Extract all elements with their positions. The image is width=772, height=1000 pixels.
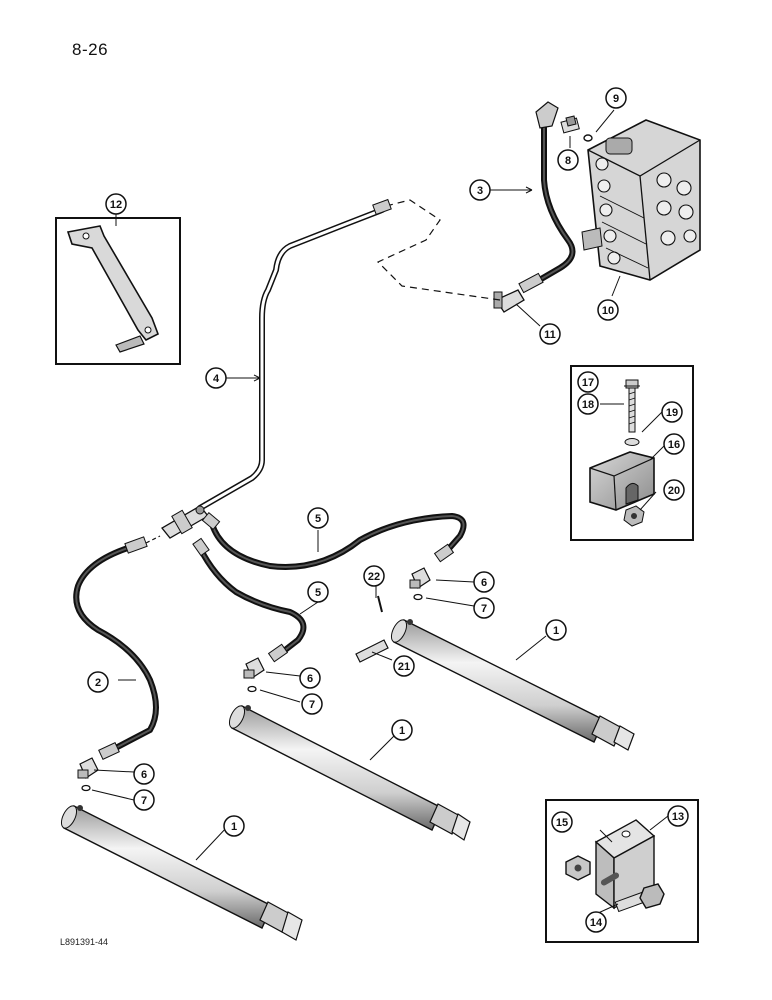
callout-6: 6: [299, 667, 321, 689]
svg-text:19: 19: [666, 407, 678, 419]
page-number: 8-26: [72, 40, 109, 59]
svg-text:7: 7: [141, 795, 147, 807]
tee-fitting: [161, 505, 209, 539]
svg-text:14: 14: [590, 917, 603, 929]
callout-5: 5: [307, 581, 329, 603]
fitting-8: [560, 115, 580, 134]
callout-1: 1: [391, 719, 413, 741]
svg-text:10: 10: [602, 305, 614, 317]
svg-text:15: 15: [556, 817, 568, 829]
callout-4: 4: [205, 367, 227, 389]
callout-10: 10: [597, 299, 619, 321]
svg-text:22: 22: [368, 571, 380, 583]
svg-text:5: 5: [315, 587, 321, 599]
pin-21: [355, 639, 389, 663]
callout-3: 3: [469, 179, 491, 201]
callout-11: 11: [539, 323, 561, 345]
callout-15: 15: [551, 811, 573, 833]
svg-text:3: 3: [477, 185, 483, 197]
callout-5: 5: [307, 507, 329, 529]
callout-19: 19: [661, 401, 683, 423]
svg-text:6: 6: [307, 673, 313, 685]
callout-13: 13: [667, 805, 689, 827]
svg-text:1: 1: [399, 725, 405, 737]
callout-22: 22: [363, 565, 385, 587]
inset-box-12: [55, 217, 181, 365]
callout-7: 7: [301, 693, 323, 715]
control-valve: [581, 119, 701, 281]
svg-text:9: 9: [613, 93, 619, 105]
svg-text:20: 20: [668, 485, 680, 497]
callout-7: 7: [473, 597, 495, 619]
inset-box-13-15: [545, 799, 699, 943]
svg-text:8: 8: [565, 155, 571, 167]
callout-7: 7: [133, 789, 155, 811]
callout-12: 12: [105, 193, 127, 215]
svg-text:2: 2: [95, 677, 101, 689]
o-ring-9: [583, 134, 593, 142]
dashed-connection: [376, 199, 501, 301]
svg-text:6: 6: [141, 769, 147, 781]
elbow-6-middle: [243, 657, 265, 679]
svg-text:7: 7: [481, 603, 487, 615]
callout-1: 1: [223, 815, 245, 837]
o-ring-7-right: [413, 593, 423, 601]
callout-6: 6: [473, 571, 495, 593]
svg-text:18: 18: [582, 399, 594, 411]
callout-17: 17: [577, 371, 599, 393]
o-ring-7-middle: [247, 685, 257, 693]
elbow-6-right: [409, 567, 431, 589]
svg-text:13: 13: [672, 811, 684, 823]
cylinder-middle: [228, 705, 471, 841]
callout-8: 8: [557, 149, 579, 171]
elbow-6-left: [77, 757, 99, 779]
fitting-11: [493, 289, 525, 313]
cotter-22: [377, 595, 383, 613]
callout-1: 1: [545, 619, 567, 641]
tube-4: [197, 198, 392, 511]
callout-18: 18: [577, 393, 599, 415]
callout-6: 6: [133, 763, 155, 785]
callout-21: 21: [393, 655, 415, 677]
svg-text:4: 4: [213, 373, 220, 385]
svg-text:1: 1: [231, 821, 237, 833]
svg-text:17: 17: [582, 377, 594, 389]
drawing-id: L891391-44: [60, 937, 109, 947]
callout-9: 9: [605, 87, 627, 109]
svg-text:7: 7: [309, 699, 315, 711]
hose-5-lower: [192, 537, 307, 663]
o-ring-7-left: [81, 784, 91, 792]
svg-text:5: 5: [315, 513, 321, 525]
callout-14: 14: [585, 911, 607, 933]
hose-5-upper: [201, 511, 467, 570]
svg-text:21: 21: [398, 661, 410, 673]
cylinder-left: [60, 805, 303, 941]
svg-text:12: 12: [110, 199, 122, 211]
svg-text:1: 1: [553, 625, 559, 637]
svg-text:6: 6: [481, 577, 487, 589]
svg-text:11: 11: [544, 329, 556, 341]
leader-lines: [91, 109, 669, 915]
callout-2: 2: [87, 671, 109, 693]
svg-text:16: 16: [668, 439, 680, 451]
cylinder-right: [390, 619, 635, 751]
hose-3: [518, 101, 576, 294]
callout-16: 16: [663, 433, 685, 455]
callout-20: 20: [663, 479, 685, 501]
hose-2: [73, 535, 161, 760]
